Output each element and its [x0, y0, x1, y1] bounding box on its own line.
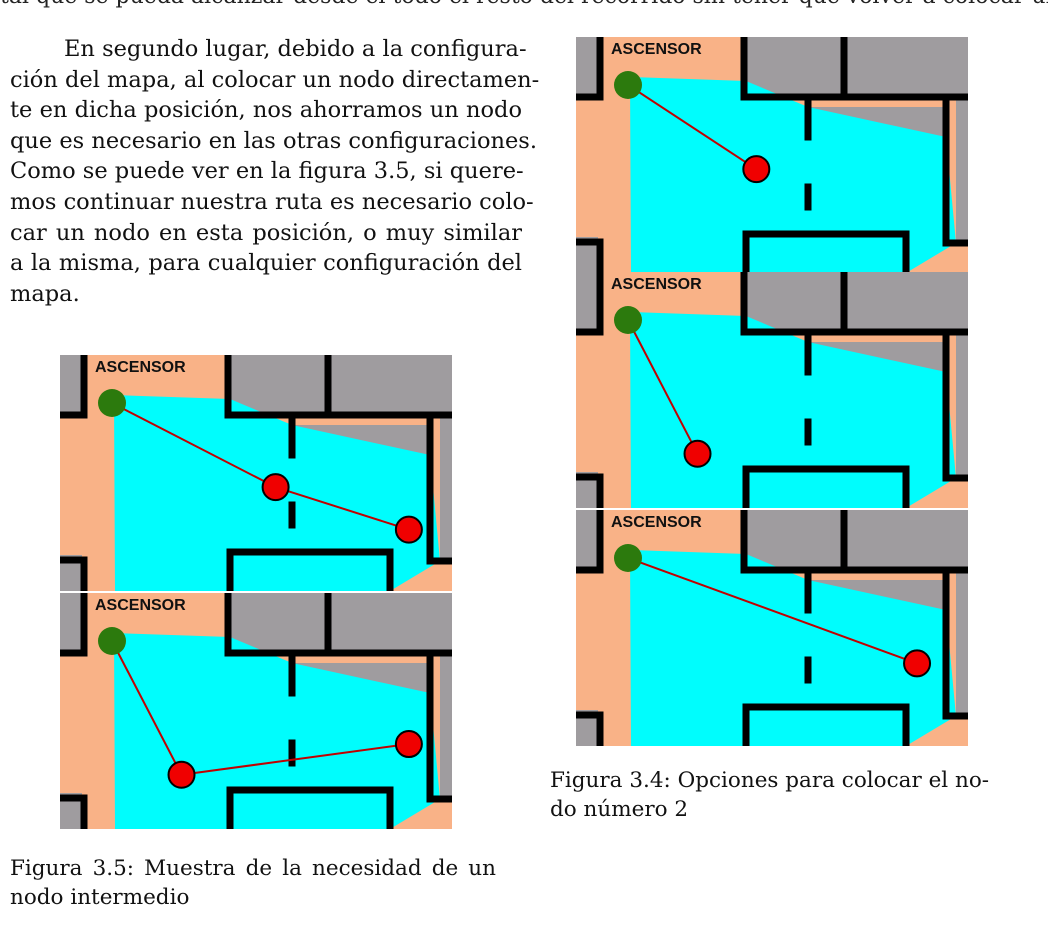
caption-line: Figura 3.4: Opciones para colocar el no-	[550, 768, 990, 793]
wall-block	[60, 793, 82, 829]
paragraph-line: a la misma, para cualquier configuración…	[10, 250, 522, 277]
start-node	[98, 389, 126, 417]
figure-3-4-panel-1: ASCENSOR	[576, 37, 968, 273]
caption-line: nodo intermedio	[10, 885, 190, 910]
path-segment	[627, 84, 757, 170]
wall-block	[440, 653, 452, 799]
route-node	[742, 155, 771, 184]
wall-block	[844, 510, 968, 570]
wall-block	[956, 570, 968, 716]
wall-block	[576, 37, 600, 97]
body-paragraph: En segundo lugar, debido a la configura-…	[10, 34, 540, 309]
route-node	[261, 473, 290, 502]
visible-area	[630, 77, 956, 273]
paragraph-line: te en dicha posición, nos ahorramos un n…	[10, 97, 522, 124]
wall-block	[744, 37, 842, 97]
visible-area	[630, 550, 956, 746]
paragraph-line: En segundo lugar, debido a la configura-	[64, 36, 527, 62]
ascensor-label: ASCENSOR	[611, 41, 702, 58]
caption-line: do número 2	[550, 797, 689, 822]
map-panel-svg: ASCENSOR	[576, 37, 968, 273]
map-panel-svg: ASCENSOR	[576, 272, 968, 508]
map-panel-svg: ASCENSOR	[60, 355, 452, 591]
wall-block	[60, 355, 84, 415]
path-segment	[627, 557, 918, 665]
wall-block	[744, 272, 842, 332]
ascensor-label: ASCENSOR	[95, 597, 186, 614]
wall-block	[576, 710, 598, 746]
map-panel-svg: ASCENSOR	[576, 510, 968, 746]
visible-area	[114, 633, 440, 829]
wall-block	[60, 593, 84, 653]
route-node	[167, 760, 196, 789]
figure-3-4-panel-3: ASCENSOR	[576, 510, 968, 746]
wall-block	[328, 355, 452, 415]
route-node	[394, 515, 423, 544]
wall-block	[956, 97, 968, 243]
ascensor-label: ASCENSOR	[611, 514, 702, 531]
wall-block	[956, 332, 968, 478]
path-segment	[111, 640, 183, 776]
figure-3-4-panel-2: ASCENSOR	[576, 272, 968, 508]
ascensor-label: ASCENSOR	[611, 276, 702, 293]
paragraph-line: Como se puede ver en la figura 3.5, si q…	[10, 158, 524, 185]
path-segment	[627, 319, 699, 455]
caption-line: Figura 3.5: Muestra de la necesidad de u…	[10, 856, 496, 881]
figure-3-4-caption: Figura 3.4: Opciones para colocar el no-…	[550, 766, 990, 824]
wall-block	[576, 472, 598, 508]
ascensor-label: ASCENSOR	[95, 359, 186, 376]
wall-block	[228, 355, 326, 415]
visible-area	[630, 312, 956, 508]
wall-block	[844, 272, 968, 332]
paragraph-line: car un nodo en esta posición, o muy simi…	[10, 219, 522, 246]
paragraph-line: que es necesario en las otras configurac…	[10, 127, 537, 154]
cut-off-text-line: tal que se pueda alcanzar desde él todo …	[0, 0, 1048, 9]
wall-block	[576, 272, 600, 332]
paragraph-line: ción del mapa, al colocar un nodo direct…	[10, 66, 540, 93]
start-node	[614, 71, 642, 99]
wall-block	[576, 510, 600, 570]
wall-block	[328, 593, 452, 653]
route-node	[683, 439, 712, 468]
figure-3-5-panel-top: ASCENSOR	[60, 355, 452, 591]
wall-block	[744, 510, 842, 570]
path-segment	[275, 486, 410, 531]
wall-block	[60, 555, 82, 591]
wall-block	[576, 237, 598, 273]
map-panel-svg: ASCENSOR	[60, 593, 452, 829]
figure-3-5-panel-bottom: ASCENSOR	[60, 593, 452, 829]
wall-block	[844, 37, 968, 97]
wall-block	[440, 415, 452, 561]
path-segment	[111, 402, 277, 489]
path-segment	[181, 743, 410, 776]
paragraph-line: mos continuar nuestra ruta es necesario …	[10, 188, 534, 215]
figure-3-5-caption: Figura 3.5: Muestra de la necesidad de u…	[10, 854, 496, 912]
start-node	[98, 627, 126, 655]
start-node	[614, 544, 642, 572]
paragraph-line: mapa.	[10, 280, 80, 307]
start-node	[614, 306, 642, 334]
route-node	[903, 649, 932, 678]
wall-block	[228, 593, 326, 653]
route-node	[394, 730, 423, 759]
